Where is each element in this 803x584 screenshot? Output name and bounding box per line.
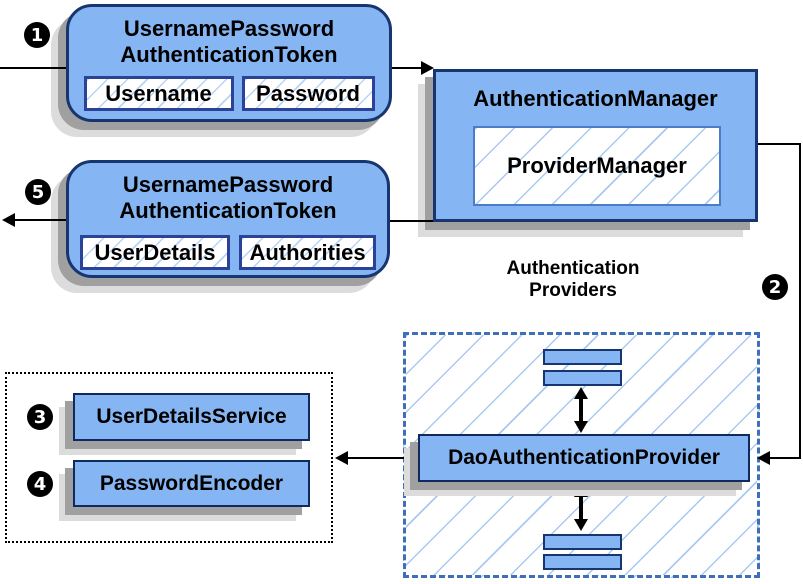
username-password-token-request-box: UsernamePassword AuthenticationToken Use… bbox=[66, 4, 392, 122]
provider-manager-box: ProviderManager bbox=[473, 126, 721, 206]
username-password-token-response-box: UsernamePassword AuthenticationToken Use… bbox=[66, 160, 390, 278]
step-2-badge: 2 bbox=[762, 274, 788, 300]
title-line-1: UsernamePassword bbox=[123, 16, 335, 41]
double-arrow-shaft bbox=[579, 496, 583, 520]
title-line-2: AuthenticationToken bbox=[119, 198, 337, 223]
arrowhead-up-icon bbox=[574, 387, 588, 399]
provider-placeholder-bar bbox=[543, 554, 622, 570]
step-3-badge: 3 bbox=[27, 404, 53, 430]
connector-step1-in bbox=[0, 67, 66, 69]
connector-token-to-manager bbox=[392, 67, 422, 69]
dao-authentication-provider-box: DaoAuthenticationProvider bbox=[418, 434, 750, 482]
node-title: UsernamePassword AuthenticationToken bbox=[69, 163, 387, 224]
authentication-manager-title: AuthenticationManager bbox=[473, 86, 718, 111]
user-details-service-box: UserDetailsService bbox=[73, 393, 310, 441]
arrowhead-up-icon bbox=[574, 485, 588, 497]
label-line-2: Providers bbox=[529, 280, 617, 301]
title-line-2: AuthenticationToken bbox=[120, 42, 338, 67]
connector-to-provider bbox=[770, 457, 801, 459]
provider-placeholder-bar bbox=[543, 370, 622, 386]
label-line-1: Authentication bbox=[506, 258, 640, 279]
connector-manager-to-token bbox=[390, 220, 433, 222]
arrowhead-down-icon bbox=[574, 519, 588, 531]
connector-manager-out bbox=[758, 143, 801, 145]
field-authorities: Authorities bbox=[239, 235, 376, 270]
step-4-badge: 4 bbox=[27, 471, 53, 497]
arrowhead-left-icon bbox=[335, 451, 348, 465]
connector-right-vertical bbox=[799, 143, 801, 459]
provider-placeholder-bar bbox=[543, 349, 622, 365]
arrowhead-left-icon bbox=[2, 213, 15, 227]
step-1-badge: 1 bbox=[24, 22, 50, 48]
authentication-providers-label: Authentication Providers bbox=[448, 258, 698, 302]
arrowhead-down-icon bbox=[574, 421, 588, 433]
provider-placeholder-bar bbox=[543, 534, 622, 550]
field-username: Username bbox=[83, 76, 234, 111]
double-arrow-shaft bbox=[579, 398, 583, 422]
connector-step5-out bbox=[8, 219, 66, 221]
node-title: UsernamePassword AuthenticationToken bbox=[69, 7, 389, 68]
arrowhead-left-icon bbox=[757, 451, 770, 465]
authentication-manager-box: AuthenticationManager ProviderManager bbox=[433, 69, 758, 222]
step-5-badge: 5 bbox=[25, 179, 51, 205]
password-encoder-box: PasswordEncoder bbox=[73, 460, 310, 507]
title-line-1: UsernamePassword bbox=[122, 172, 334, 197]
connector-provider-to-services bbox=[347, 457, 418, 459]
arrowhead-right-icon bbox=[421, 61, 434, 75]
field-password: Password bbox=[241, 76, 375, 111]
field-userdetails: UserDetails bbox=[80, 235, 230, 270]
